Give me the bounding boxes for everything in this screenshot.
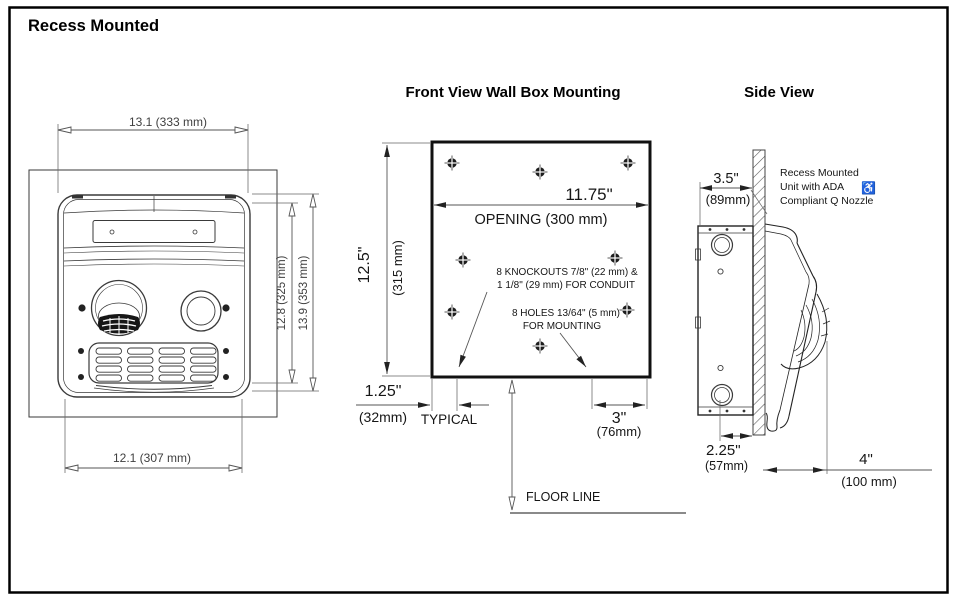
conduit-knockout-bottom [710,383,734,407]
dim-edge-offset: 1.25" [365,383,402,400]
dim-hole-spacing: 3" [612,410,627,427]
ada-note-line2: Unit with ADA [780,181,844,193]
cover-screw-mid-left [78,304,86,312]
front-unit-view: 13.1 (333 mm) 12.1 (307 mm) 12.8 (325 mm… [28,115,319,473]
body-seam-4 [63,263,245,267]
air-grille [88,342,219,384]
cover-top-tab-right [225,195,236,199]
opening-label: OPENING (300 mm) [475,212,608,228]
knockout-leader-arrow [458,291,488,368]
dim-box-height: 12.5" [356,247,373,284]
nameplate-screw-right [192,229,198,235]
cover-screw-mid-right [222,304,230,312]
dim-face-height: 12.8 (325 mm) [276,255,288,330]
cover-top-tab-left [72,195,83,199]
wall-box-title: Front View Wall Box Mounting [406,84,621,101]
dim-projection-mm: (100 mm) [841,474,897,489]
depth-leader-tick [750,189,768,215]
conduit-knockout-top-inner [714,237,730,253]
ada-note-line1: Recess Mounted [780,167,859,179]
holes-leader-arrow [559,332,587,368]
dim-hole-spacing-mm: (76mm) [597,424,642,439]
bottom-lip-seam-1 [95,385,213,390]
side-view-title: Side View [744,84,814,101]
dim-conduit-offset: 2.25" [706,442,741,459]
width-ext-lines [57,124,249,193]
dim-overall-height: 13.9 (353 mm) [298,255,310,330]
nozzle-louver-dividers [109,316,129,335]
dim-box-height-mm: (315 mm) [390,240,405,296]
nameplate [92,220,216,243]
body-seam-3 [63,258,245,262]
bottom-lip-seam-2 [93,387,215,393]
push-button-outer [180,290,222,332]
grille-screw-bl [78,374,84,380]
grille-screw-br [223,374,229,380]
ada-wheelchair-icon: ♿ [861,181,876,195]
dim-face-width: 12.1 (307 mm) [113,451,191,465]
floor-line-label: FLOOR LINE [526,490,600,504]
side-wall-box [697,225,754,416]
dim-opening-width: 11.75" [565,185,612,204]
grille-screw-tr [223,348,229,354]
side-box-flange-holes [708,228,746,413]
box-height-ext-lines [382,142,430,377]
grille-slots [95,347,217,382]
conduit-knockout-bottom-inner [714,387,730,403]
nozzle-outer-ring [90,279,148,337]
dryer-cover-outline [57,194,251,398]
wall-plate-outline [28,169,278,418]
mounting-hole-top [717,268,724,275]
mounting-hole-bottom [717,364,724,372]
box-tab-bottom [695,316,701,329]
page-title: Recess Mounted [28,17,159,35]
height-ext-lines [252,193,319,392]
push-button-inner [186,296,216,326]
nameplate-screw-left [109,229,115,235]
box-tab-top [695,248,701,261]
dim-edge-offset-mm: (32mm) [359,409,407,425]
dim-overall-width: 13.1 (333 mm) [129,115,207,129]
dim-conduit-offset-mm: (57mm) [705,459,748,473]
typical-label: TYPICAL [421,412,478,427]
knockout-note-line2: 1 1/8" (29 mm) FOR CONDUIT [497,280,635,291]
body-seam-1 [63,245,245,249]
side-box-flanges [698,232,753,408]
wall-box-view: Front View Wall Box Mounting 11.75" OPEN… [356,84,686,514]
side-view: Side View 3.5" (89mm) Recess Mounted Uni… [695,84,932,489]
grille-screw-tl [78,348,84,354]
ada-note-line3: Compliant Q Nozzle [780,195,874,207]
typical-ext-lines [431,379,458,411]
spacing-ext-lines [591,379,648,409]
body-seam-2 [63,250,245,254]
face-width-ext-lines [64,399,243,473]
holes-note-line2: FOR MOUNTING [523,321,602,332]
dim-recess-depth-mm: (89mm) [706,192,751,207]
side-cover-profile [764,223,831,432]
dim-projection: 4" [859,451,873,468]
dim-recess-depth: 3.5" [713,171,738,187]
conduit-knockout-top [710,233,734,257]
knockout-note-line1: 8 KNOCKOUTS 7/8" (22 mm) & [496,267,638,278]
wall-section [752,149,766,436]
holes-note-line1: 8 HOLES 13/64" (5 mm) [512,308,620,319]
